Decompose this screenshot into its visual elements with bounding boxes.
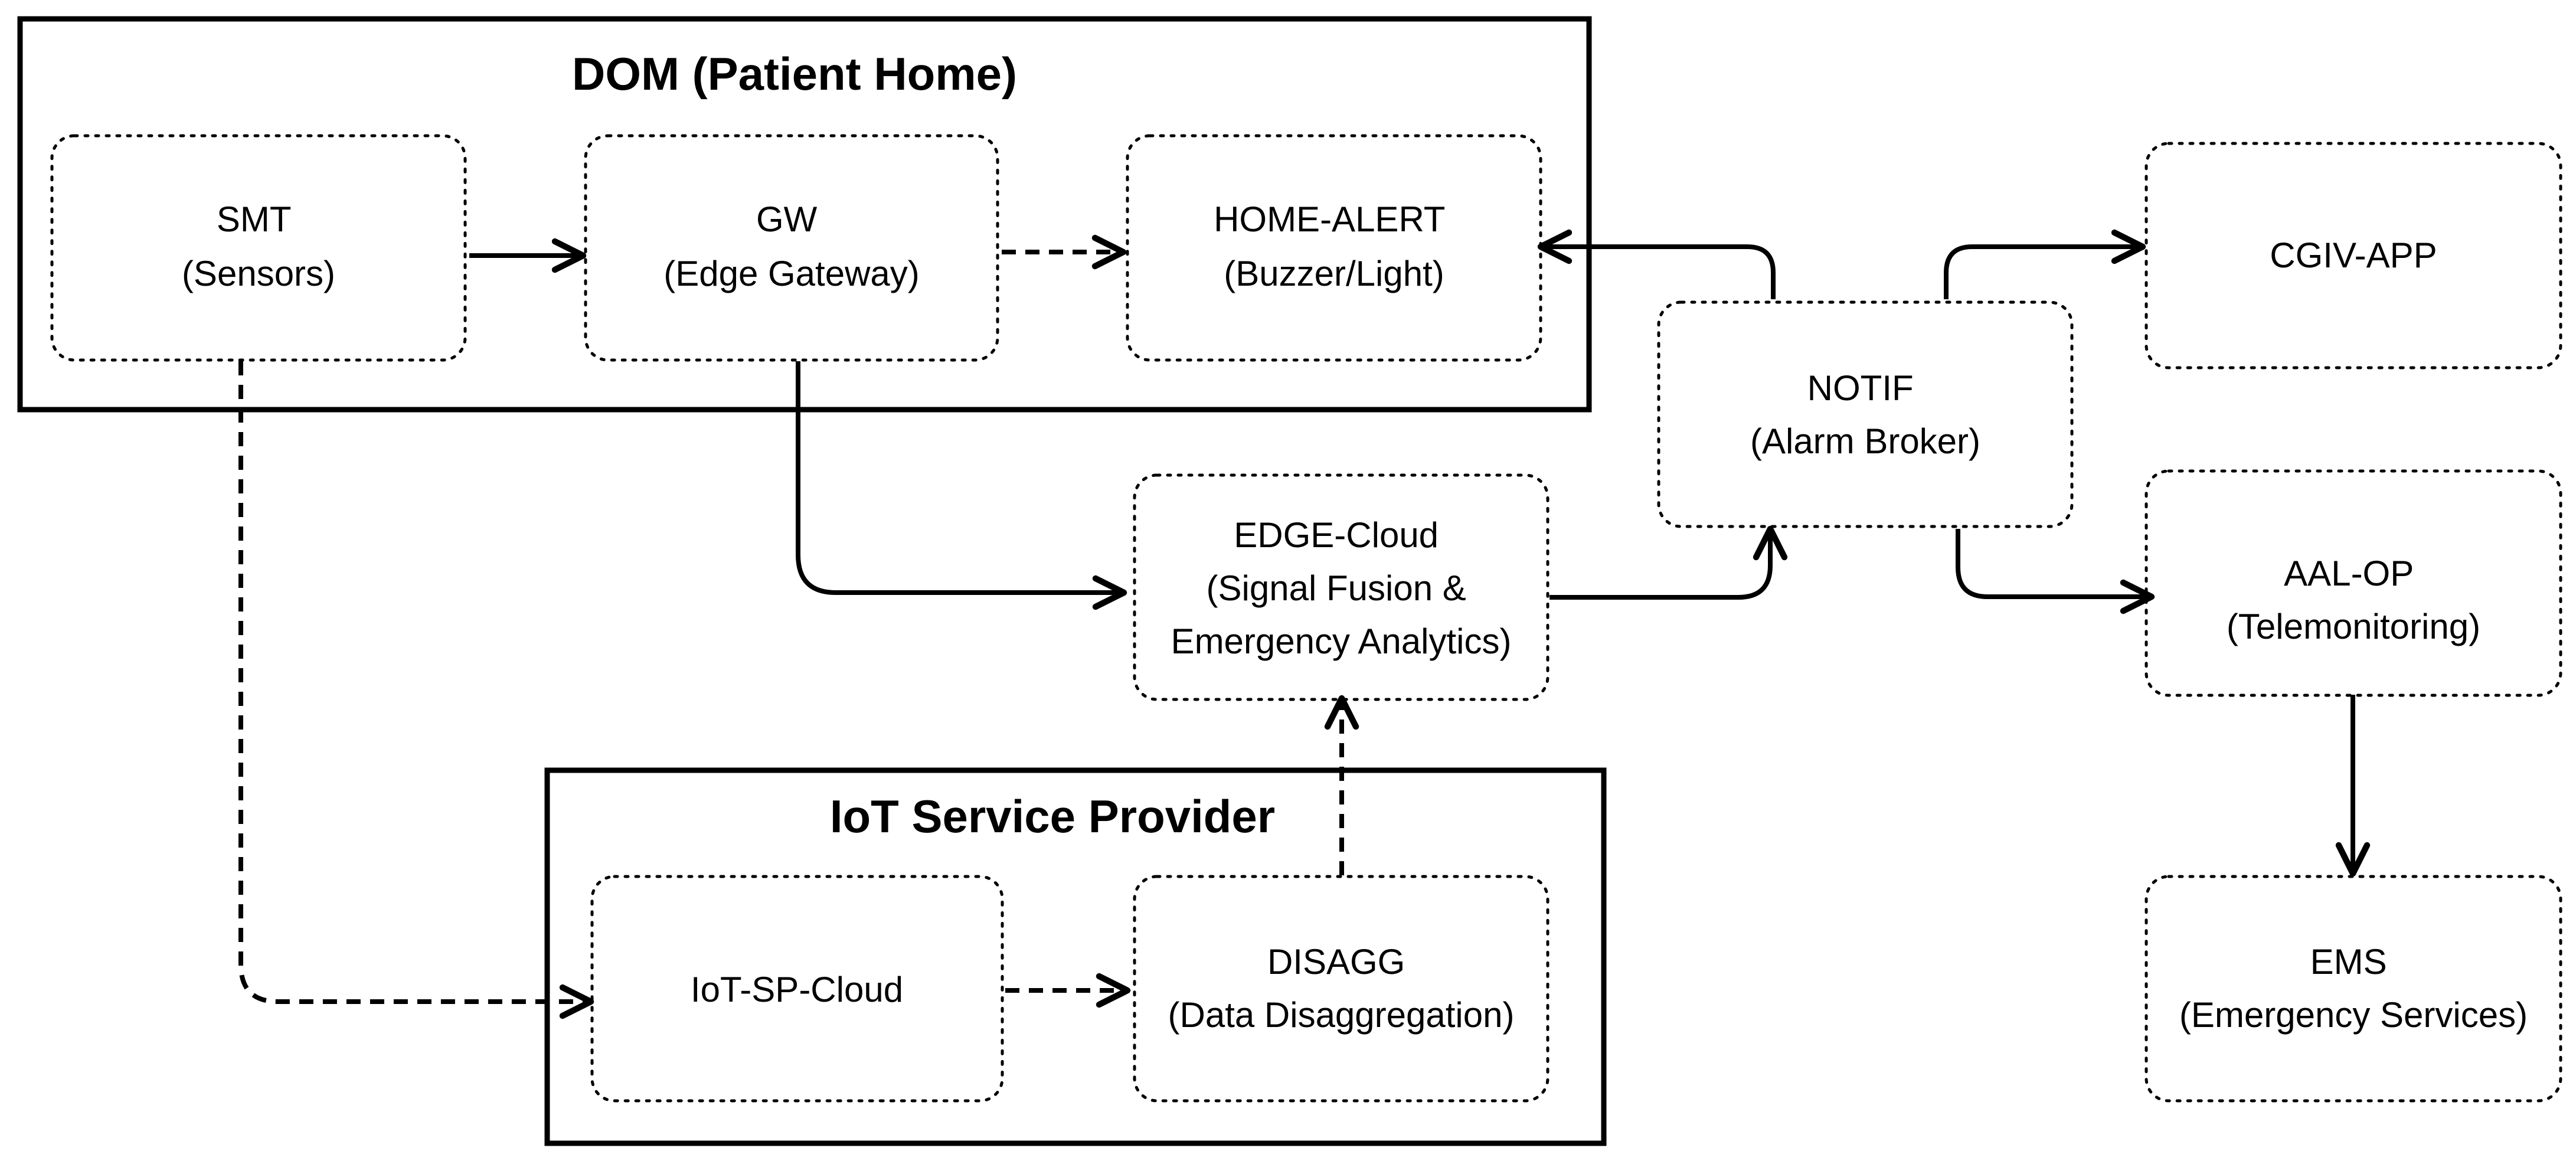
node-smt-box — [50, 134, 467, 362]
node-cgiv-app-name: CGIV-APP — [2270, 236, 2437, 275]
edges — [238, 229, 2371, 1019]
node-iot-sp-cloud-box — [590, 875, 1004, 1103]
node-notif-desc: (Alarm Broker) — [1750, 421, 1980, 461]
node-gw-name: GW — [756, 200, 818, 239]
node-home-alert-box — [1126, 134, 1542, 362]
edge-edge-cloud-to-notif — [1549, 525, 1788, 600]
edge-gw-to-edge-cloud — [796, 361, 1127, 610]
node-ems-desc: (Emergency Services) — [2179, 995, 2528, 1035]
group-dom: DOM (Patient Home) — [17, 16, 1592, 413]
node-aal-op-desc: (Telemonitoring) — [2227, 607, 2480, 646]
node-gw-box — [584, 134, 999, 362]
node-iot-sp-cloud-name: IoT-SP-Cloud — [691, 970, 903, 1009]
group-iot-sp-title: IoT Service Provider — [830, 790, 1275, 842]
edge-notif-to-home-alert — [1537, 229, 1776, 299]
node-aal-op-box — [2145, 469, 2562, 697]
svg-text:IoT-SP-Cloud: IoT-SP-Cloud — [691, 970, 903, 1009]
svg-text:GW (Edge Gateway): GW (Edge Gateway) — [663, 200, 920, 293]
node-edge-cloud-desc-2: Emergency Analytics) — [1171, 622, 1512, 661]
node-gw-desc: (Edge Gateway) — [663, 254, 920, 293]
node-aal-op-name: AAL-OP — [2284, 554, 2413, 593]
node-notif: NOTIF (Alarm Broker) — [1657, 300, 2074, 528]
node-disagg: DISAGG (Data Disaggregation) — [1133, 875, 1549, 1103]
node-gw: GW (Edge Gateway) — [584, 134, 999, 362]
node-smt: SMT (Sensors) — [50, 134, 467, 362]
node-iot-sp-cloud: IoT-SP-Cloud — [590, 875, 1004, 1103]
svg-text:EMS (Emergency Services): EMS (Emergency Services) — [2179, 942, 2528, 1035]
group-dom-frame — [17, 16, 1592, 413]
group-dom-title: DOM (Patient Home) — [572, 48, 1017, 100]
node-disagg-desc: (Data Disaggregation) — [1168, 995, 1515, 1035]
node-home-alert-name: HOME-ALERT — [1214, 200, 1445, 239]
node-notif-box — [1657, 300, 2074, 528]
node-smt-desc: (Sensors) — [182, 254, 335, 293]
edge-notif-to-aal-op — [1956, 529, 2155, 614]
node-ems-name: EMS — [2310, 942, 2387, 982]
node-aal-op: AAL-OP (Telemonitoring) — [2145, 469, 2562, 697]
edge-smt-to-iot-sp-cloud — [238, 361, 594, 1019]
group-iot-sp-frame — [544, 767, 1607, 1146]
node-home-alert: HOME-ALERT (Buzzer/Light) — [1126, 134, 1542, 362]
node-cgiv-app: CGIV-APP — [2145, 142, 2562, 369]
node-ems-box — [2145, 875, 2562, 1103]
node-notif-name: NOTIF — [1807, 368, 1914, 408]
node-ems: EMS (Emergency Services) — [2145, 875, 2562, 1103]
node-smt-name: SMT — [217, 200, 291, 239]
svg-text:NOTIF (Alarm Broker): NOTIF (Alarm Broker) — [1750, 368, 1980, 461]
svg-text:DISAGG (Data Disaggregat: DISAGG (Data Disaggregation) — [1168, 942, 1515, 1035]
node-edge-cloud-desc-1: (Signal Fusion & — [1207, 568, 1466, 608]
node-edge-cloud-name: EDGE-Cloud — [1234, 515, 1439, 555]
group-iot-service-provider: IoT Service Provider — [544, 767, 1607, 1146]
node-disagg-name: DISAGG — [1267, 942, 1405, 982]
node-edge-cloud: EDGE-Cloud (Signal Fusion & Emergency An… — [1133, 473, 1549, 701]
edge-notif-to-cgiv-app — [1944, 229, 2146, 299]
node-cgiv-app-box — [2145, 142, 2562, 369]
node-home-alert-desc: (Buzzer/Light) — [1224, 254, 1444, 293]
svg-text:SMT (Sensors): SMT (Sensors) — [182, 200, 335, 293]
svg-text:CGIV-APP: CGIV-APP — [2270, 236, 2437, 275]
svg-text:EDGE-Cloud (Signal Fusio: EDGE-Cloud (Signal Fusion & Emergency An… — [1171, 515, 1512, 661]
svg-text:AAL-OP (Telemonitoring): AAL-OP (Telemonitoring) — [2227, 554, 2480, 646]
node-edge-cloud-box — [1133, 473, 1549, 701]
node-disagg-box — [1133, 875, 1549, 1103]
svg-text:HOME-ALERT (Buzzer/Light: HOME-ALERT (Buzzer/Light) — [1214, 200, 1454, 293]
